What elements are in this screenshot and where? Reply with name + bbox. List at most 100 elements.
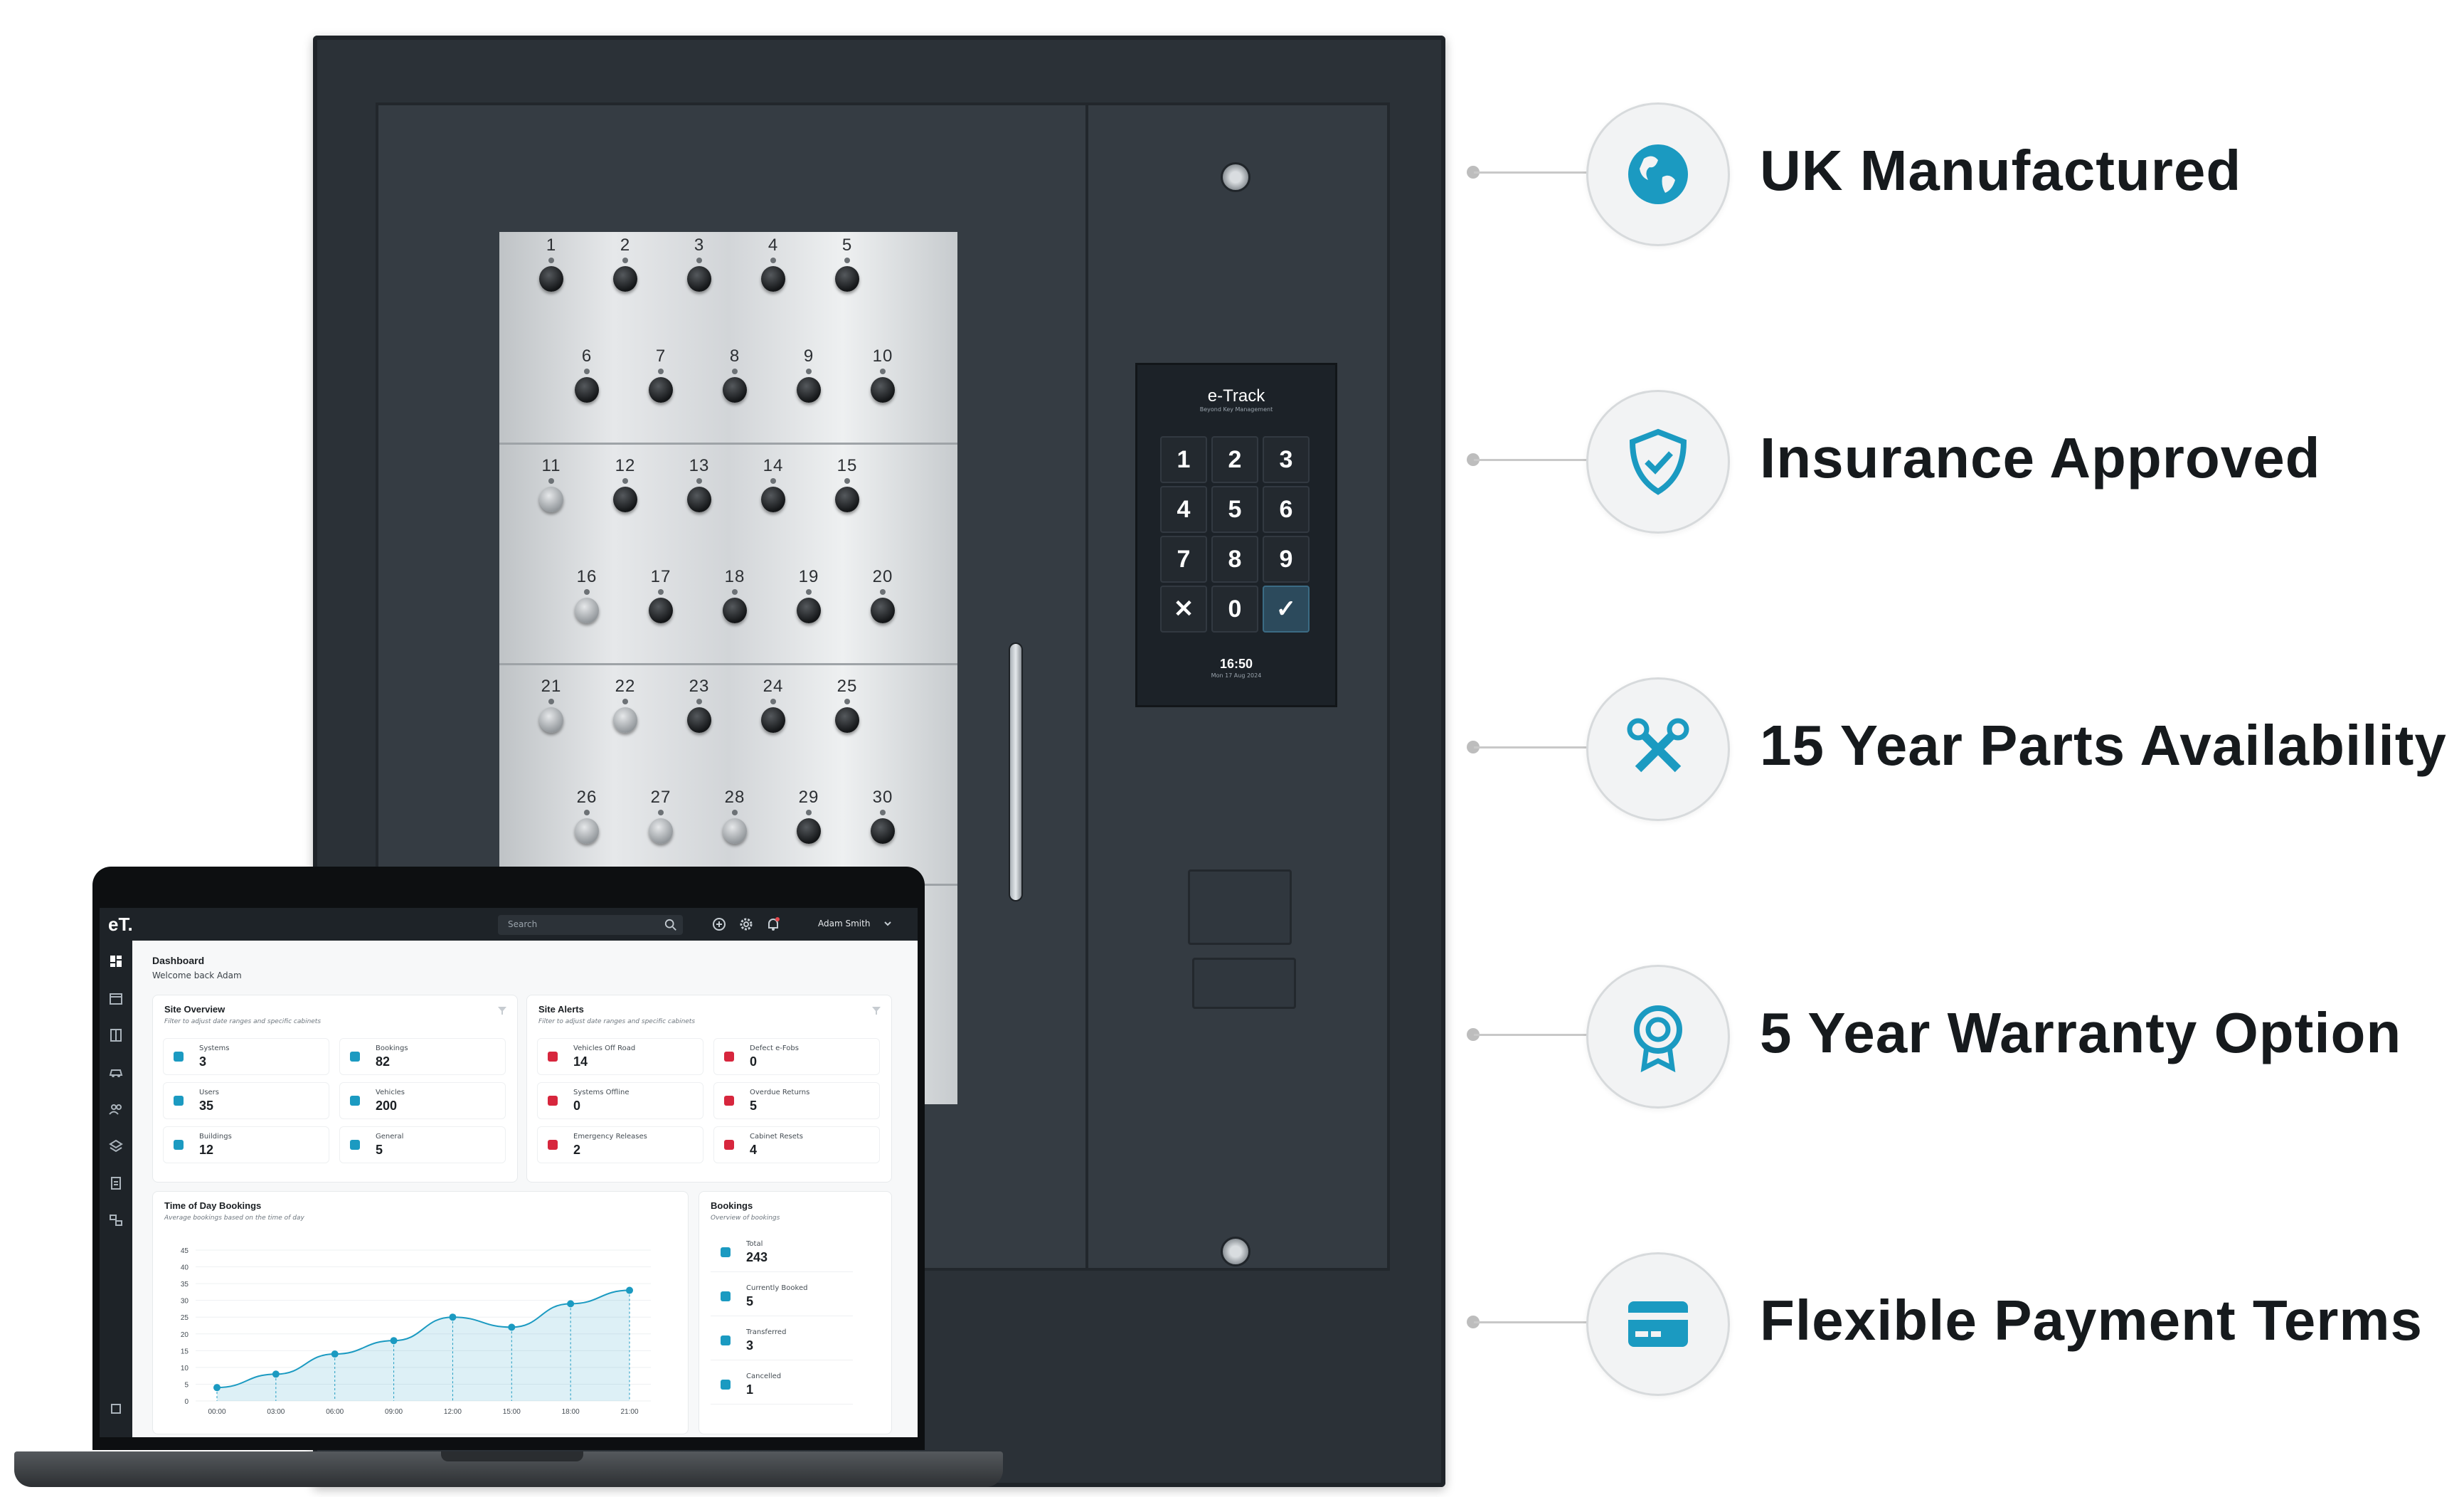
empty-slot bbox=[649, 818, 673, 844]
keypad-key[interactable]: 3 bbox=[1263, 436, 1310, 483]
key-fob bbox=[687, 266, 711, 292]
hook-number: 20 bbox=[872, 567, 893, 586]
stat-value: 3 bbox=[199, 1054, 207, 1069]
power-icon bbox=[724, 1140, 734, 1150]
filter-icon[interactable] bbox=[497, 1005, 507, 1015]
systems-icon bbox=[174, 1052, 184, 1062]
hook-number: 4 bbox=[768, 236, 779, 255]
data-point bbox=[508, 1323, 516, 1331]
search-input[interactable]: Search bbox=[498, 915, 683, 935]
keypad-confirm-button[interactable]: ✓ bbox=[1263, 586, 1310, 633]
bookings-icon[interactable] bbox=[108, 990, 124, 1006]
key-hook: 22 bbox=[586, 676, 664, 761]
card-subtitle: Filter to adjust date ranges and specifi… bbox=[164, 1018, 322, 1025]
users-icon[interactable] bbox=[108, 1101, 124, 1117]
chart-subtitle: Average bookings based on the time of da… bbox=[164, 1215, 304, 1222]
stat-label: Cancelled bbox=[746, 1372, 782, 1380]
vehicle-off-road-icon bbox=[548, 1052, 558, 1062]
keypad-key[interactable]: 7 bbox=[1160, 536, 1207, 583]
data-point bbox=[331, 1350, 339, 1358]
feature-connector-line bbox=[1474, 1321, 1588, 1323]
feature-badge bbox=[1586, 390, 1730, 534]
page-title: Dashboard bbox=[152, 955, 205, 966]
card-subtitle: Overview of bookings bbox=[711, 1215, 780, 1222]
users-icon bbox=[174, 1096, 184, 1106]
layers-icon[interactable] bbox=[108, 1138, 124, 1154]
hook-number: 9 bbox=[803, 347, 814, 366]
feature-connector-dot bbox=[1467, 166, 1480, 179]
keypad-key[interactable]: 2 bbox=[1211, 436, 1258, 483]
chevron-down-icon[interactable] bbox=[882, 918, 893, 929]
keypad-key[interactable]: 4 bbox=[1160, 486, 1207, 533]
feature-badge bbox=[1586, 1252, 1730, 1396]
keypad-cancel-button[interactable]: ✕ bbox=[1160, 586, 1207, 633]
app-logo[interactable]: eT. bbox=[108, 914, 133, 935]
search-icon[interactable] bbox=[664, 919, 677, 931]
y-tick-label: 25 bbox=[181, 1314, 189, 1322]
door-handle bbox=[1010, 644, 1021, 900]
feature-label: 5 Year Warranty Option bbox=[1760, 1001, 2402, 1064]
x-tick-label: 21:00 bbox=[620, 1408, 638, 1416]
cabinet-icon[interactable] bbox=[108, 1027, 124, 1043]
keypad-key[interactable]: 6 bbox=[1263, 486, 1310, 533]
empty-slot bbox=[539, 487, 563, 512]
empty-slot bbox=[723, 818, 747, 844]
feature-label: UK Manufactured bbox=[1760, 139, 2242, 202]
stat-value: 5 bbox=[750, 1099, 758, 1113]
brand-logo: e-Track bbox=[1207, 386, 1265, 406]
hook-number: 10 bbox=[872, 347, 893, 366]
hook-number: 26 bbox=[576, 788, 598, 807]
data-point bbox=[449, 1313, 457, 1321]
tools-icon bbox=[1627, 718, 1689, 773]
site-overview-card: Site Overview Filter to adjust date rang… bbox=[152, 995, 518, 1183]
keypad-key[interactable]: 9 bbox=[1263, 536, 1310, 583]
keypad-key[interactable]: 8 bbox=[1211, 536, 1258, 583]
filter-icon[interactable] bbox=[871, 1005, 881, 1015]
card-title: Site Alerts bbox=[538, 1004, 584, 1015]
key-hook: 3 bbox=[660, 235, 738, 320]
dashboard-icon[interactable] bbox=[108, 953, 124, 969]
gear-icon[interactable] bbox=[738, 916, 754, 932]
hook-number: 13 bbox=[689, 456, 710, 475]
keypad-key[interactable]: 5 bbox=[1211, 486, 1258, 533]
key-fob bbox=[723, 377, 747, 403]
key-fob bbox=[613, 266, 637, 292]
hook-number: 7 bbox=[655, 347, 667, 366]
user-menu[interactable]: Adam Smith bbox=[818, 919, 871, 929]
keypad-key[interactable]: 1 bbox=[1160, 436, 1207, 483]
hook-number: 25 bbox=[837, 677, 858, 696]
bell-icon[interactable] bbox=[765, 916, 781, 932]
hook-number: 21 bbox=[541, 677, 562, 696]
collapse-icon[interactable] bbox=[110, 1403, 122, 1414]
defect-fob-icon bbox=[724, 1052, 734, 1062]
vehicles-icon[interactable] bbox=[108, 1064, 124, 1080]
reports-icon[interactable] bbox=[108, 1175, 124, 1191]
key-hook: 9 bbox=[770, 346, 848, 431]
stat-value: 243 bbox=[746, 1250, 768, 1264]
series-line bbox=[216, 1289, 630, 1389]
fleet-icon[interactable] bbox=[108, 1212, 124, 1228]
add-icon[interactable] bbox=[711, 916, 727, 932]
award-icon bbox=[1634, 1005, 1682, 1072]
keypad-key[interactable]: 0 bbox=[1211, 586, 1258, 633]
stat-value: 12 bbox=[199, 1143, 214, 1157]
key-hook: 17 bbox=[622, 566, 700, 652]
laptop: eT. Search Adam Smith Dashboard Welcom bbox=[92, 867, 925, 1450]
